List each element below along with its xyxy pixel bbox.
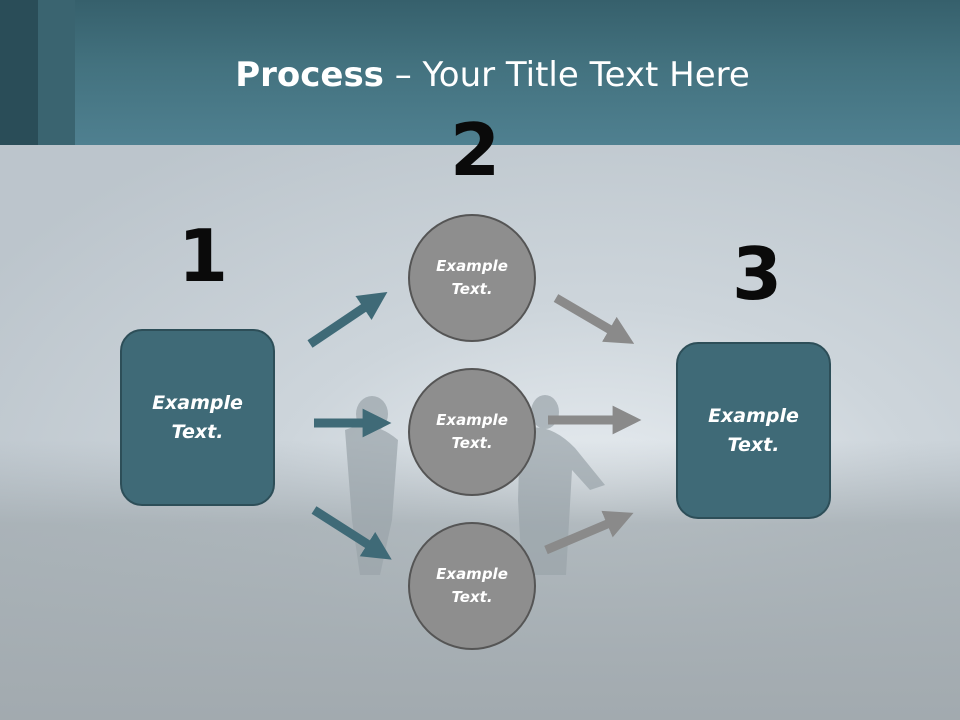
circle-bottom-label: Example Text. [436, 565, 508, 606]
header-stripe-dark [0, 0, 38, 145]
step-1-label: Example Text. [152, 391, 243, 443]
step-number-3: 3 [732, 232, 783, 316]
arrow-bottom-to-3 [544, 510, 634, 555]
circle-top-label: Example Text. [436, 257, 508, 298]
title-bar [0, 0, 960, 145]
slide-title: Process – Your Title Text Here [0, 52, 960, 98]
circle-middle-label: Example Text. [436, 411, 508, 452]
step-2-circle-middle: Example Text. [408, 368, 536, 496]
title-rest: – Your Title Text Here [383, 55, 750, 95]
step-3-box: Example Text. [676, 342, 831, 519]
step-2-circle-bottom: Example Text. [408, 522, 536, 650]
step-3-label: Example Text. [708, 404, 799, 456]
step-1-box: Example Text. [120, 329, 275, 506]
step-number-1: 1 [178, 214, 229, 298]
header-stripe-mid [38, 0, 75, 145]
arrow-1-to-top [307, 291, 388, 348]
arrow-1-to-bottom [311, 506, 392, 560]
arrow-top-to-3 [553, 294, 635, 344]
step-number-2: 2 [450, 108, 501, 192]
step-2-circle-top: Example Text. [408, 214, 536, 342]
title-bold: Process [235, 55, 384, 95]
